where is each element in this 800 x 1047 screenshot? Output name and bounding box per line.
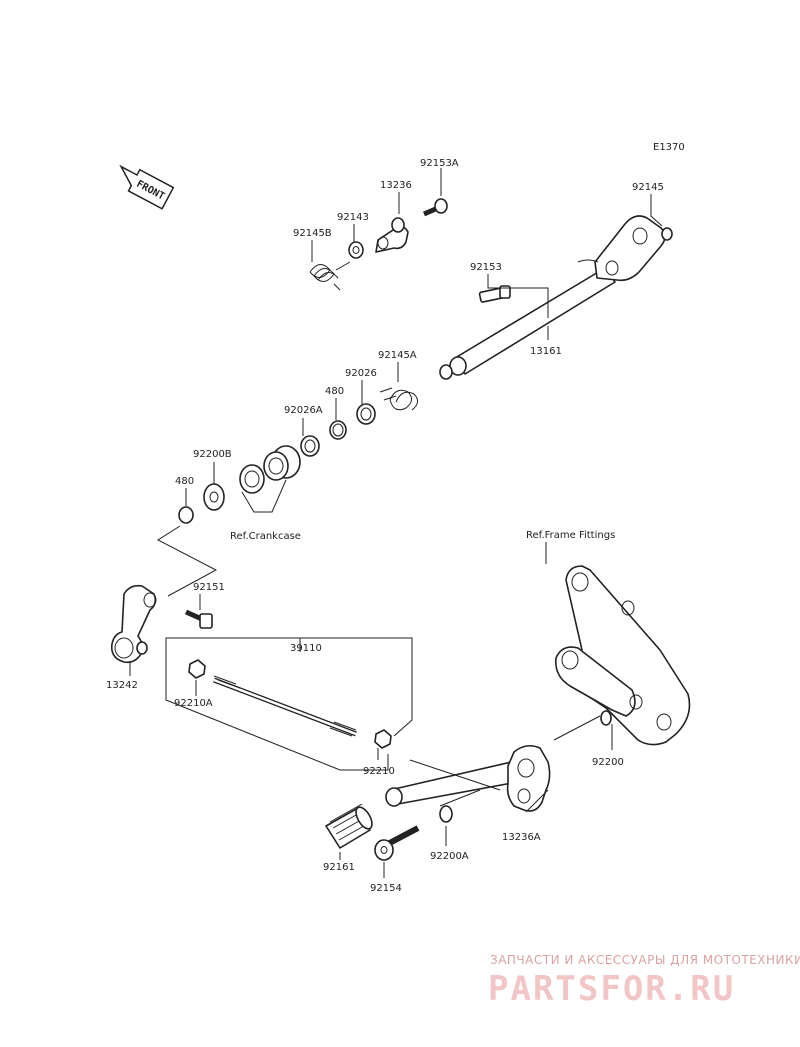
label-92200A: 92200A: [430, 851, 469, 862]
frame-fitting: [554, 565, 691, 746]
tie-rod-39110: [213, 675, 357, 737]
label-92210A: 92210A: [174, 698, 213, 709]
label-92143: 92143: [337, 212, 369, 223]
label-92154: 92154: [370, 883, 402, 894]
washer-92026A: [300, 435, 320, 457]
linkage-13242: [110, 584, 157, 664]
nut-92210: [374, 729, 392, 749]
label-92026: 92026: [345, 368, 377, 379]
label-480-lower: 480: [175, 476, 194, 487]
label-13236A: 13236A: [502, 832, 541, 843]
label-13161: 13161: [530, 346, 562, 357]
label-92151: 92151: [193, 582, 225, 593]
nut-92210A: [188, 659, 206, 679]
shift-shaft-13161: [439, 215, 673, 380]
washer-92026: [356, 403, 376, 425]
bolt-92154: [374, 825, 420, 861]
shift-pedal-13236A: [385, 744, 551, 812]
leader-lines-upper: [156, 168, 663, 610]
front-arrow-icon: FRONT: [119, 164, 175, 210]
label-92145A: 92145A: [378, 350, 417, 361]
label-92161: 92161: [323, 862, 355, 873]
leader-lines-lower: [129, 542, 613, 878]
bolt-92151: [184, 609, 213, 629]
spring-92145B: [309, 261, 351, 291]
label-92145: 92145: [632, 182, 664, 193]
label-92153A: 92153A: [420, 158, 459, 169]
bolt-92153: [478, 285, 511, 303]
circlip-480-lower: [178, 506, 194, 524]
circlip-480-upper: [329, 420, 347, 440]
oil-seal: [239, 464, 265, 494]
diagram-code: E1370: [653, 142, 685, 153]
label-92145B: 92145B: [293, 228, 332, 239]
ref-crankcase: Ref.Crankcase: [230, 531, 301, 542]
collar-92143: [348, 241, 364, 259]
label-480-upper: 480: [325, 386, 344, 397]
washer-92200A: [439, 805, 453, 823]
label-13236: 13236: [380, 180, 412, 191]
bolt-92153A: [423, 198, 448, 217]
label-92026A: 92026A: [284, 405, 323, 416]
washer-92200B: [203, 483, 225, 511]
label-92200: 92200: [592, 757, 624, 768]
label-92153: 92153: [470, 262, 502, 273]
washer-92200: [600, 710, 612, 726]
label-39110: 39110: [290, 643, 322, 654]
lever-13236: [375, 217, 409, 253]
label-92200B: 92200B: [193, 449, 232, 460]
needle-bearing: [263, 445, 301, 481]
watermark-tagline: ЗАПЧАСТИ И АКСЕССУАРЫ ДЛЯ МОТОТЕХНИКИ: [490, 953, 800, 967]
label-13242: 13242: [106, 680, 138, 691]
ref-frame-fittings: Ref.Frame Fittings: [526, 530, 615, 541]
spring-92145A: [379, 387, 418, 411]
pedal-rubber-92161: [325, 803, 373, 849]
watermark-brand: PARTSFOR.RU: [488, 969, 735, 1009]
label-92210: 92210: [363, 766, 395, 777]
